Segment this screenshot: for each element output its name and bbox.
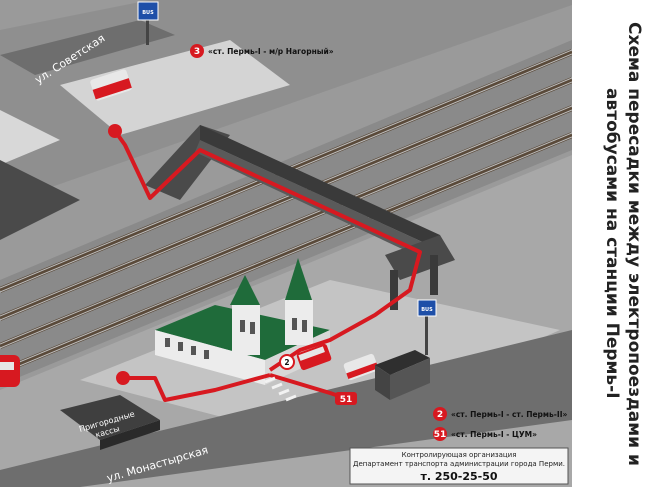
kiosk: [375, 350, 430, 400]
svg-text:51: 51: [340, 395, 353, 405]
legend-route-51: 51 «ст. Пермь-I - ЦУМ»: [433, 427, 537, 441]
svg-text:3: 3: [194, 47, 200, 57]
svg-text:«ст. Пермь-I - м/р Нагорный»: «ст. Пермь-I - м/р Нагорный»: [208, 47, 334, 56]
svg-text:Департамент транспорта админис: Департамент транспорта администрации гор…: [353, 460, 565, 468]
station-building: [155, 258, 330, 385]
org-info-box: Контролирующая организация Департамент т…: [349, 447, 569, 485]
svg-text:Контролирующая организация: Контролирующая организация: [402, 451, 517, 459]
upper-ground: [0, 0, 572, 205]
rails: [0, 49, 572, 375]
bus-route-2: [296, 343, 332, 371]
bus-route-51: [343, 353, 379, 381]
svg-text:2: 2: [437, 410, 443, 420]
left-building-roof: [0, 160, 80, 240]
route-51-map-badge: 51: [335, 392, 357, 405]
upper-bus-platform: [60, 40, 290, 135]
route-2-map-badge: 2: [279, 354, 295, 370]
svg-text:«ст. Пермь-I - ст. Пермь-II»: «ст. Пермь-I - ст. Пермь-II»: [451, 410, 567, 419]
legend-route-3: 3 «ст. Пермь-I - м/р Нагорный»: [190, 44, 334, 58]
svg-text:«ст. Пермь-I - ЦУМ»: «ст. Пермь-I - ЦУМ»: [451, 430, 537, 439]
left-platform: [0, 110, 60, 165]
map-area: BUS BUS 2: [0, 0, 572, 487]
legend-route-2: 2 «ст. Пермь-I - ст. Пермь-II»: [433, 407, 567, 421]
svg-text:2: 2: [284, 358, 289, 367]
start-point-lower: [116, 371, 130, 385]
ticket-office-roof: [60, 395, 160, 440]
bus-upper: [90, 69, 132, 101]
map-svg: BUS BUS 2: [0, 0, 572, 487]
sovetskaya-street: [0, 20, 175, 75]
svg-text:BUS: BUS: [142, 10, 154, 16]
map-title: Схема пересадки между электропоездами и …: [602, 21, 644, 466]
start-point-upper: [108, 124, 122, 138]
svg-text:т. 250-25-50: т. 250-25-50: [420, 470, 497, 483]
railway-band: [0, 40, 572, 385]
svg-text:BUS: BUS: [421, 307, 433, 313]
train: [0, 355, 20, 387]
svg-text:51: 51: [434, 430, 447, 440]
crosswalk: [264, 376, 297, 402]
bus-stop-sign-lower: BUS: [417, 299, 437, 355]
bus-stop-sign-upper: BUS: [137, 1, 159, 45]
